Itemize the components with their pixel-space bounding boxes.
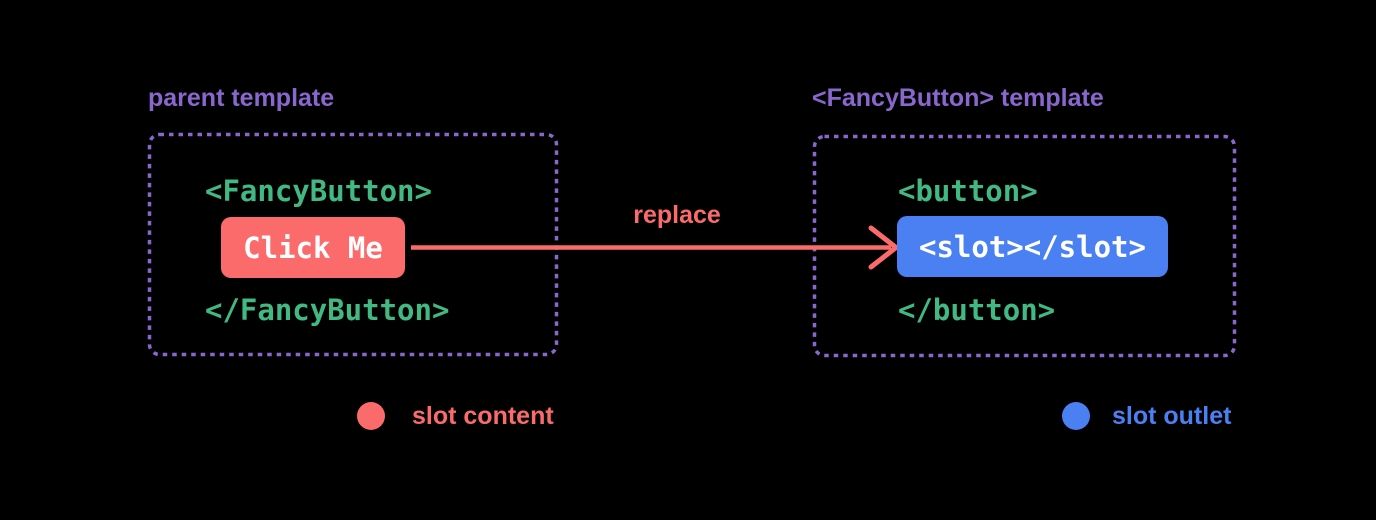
replace-label: replace	[633, 201, 721, 229]
parent-template-title: parent template	[148, 84, 335, 112]
replace-arrow-head-icon	[868, 225, 899, 270]
slot-outlet-box-label: <slot></slot>	[919, 229, 1146, 264]
slot-outlet-box: <slot></slot>	[897, 216, 1168, 277]
fancybutton-close-tag: </FancyButton>	[205, 293, 450, 327]
fancybutton-template-title: <FancyButton> template	[812, 84, 1104, 112]
fancybutton-template-box	[812, 134, 1237, 358]
slot-outlet-dot	[1062, 402, 1090, 430]
click-me-button: Click Me	[221, 217, 405, 278]
parent-template-box	[147, 132, 559, 357]
click-me-button-label: Click Me	[243, 230, 383, 265]
button-open-tag: <button>	[898, 174, 1038, 208]
button-close-tag: </button>	[898, 293, 1056, 327]
slot-content-legend-label: slot content	[412, 402, 554, 430]
slot-outlet-legend-label: slot outlet	[1112, 402, 1232, 430]
fancybutton-open-tag: <FancyButton>	[205, 174, 432, 208]
slot-content-dot	[357, 402, 385, 430]
